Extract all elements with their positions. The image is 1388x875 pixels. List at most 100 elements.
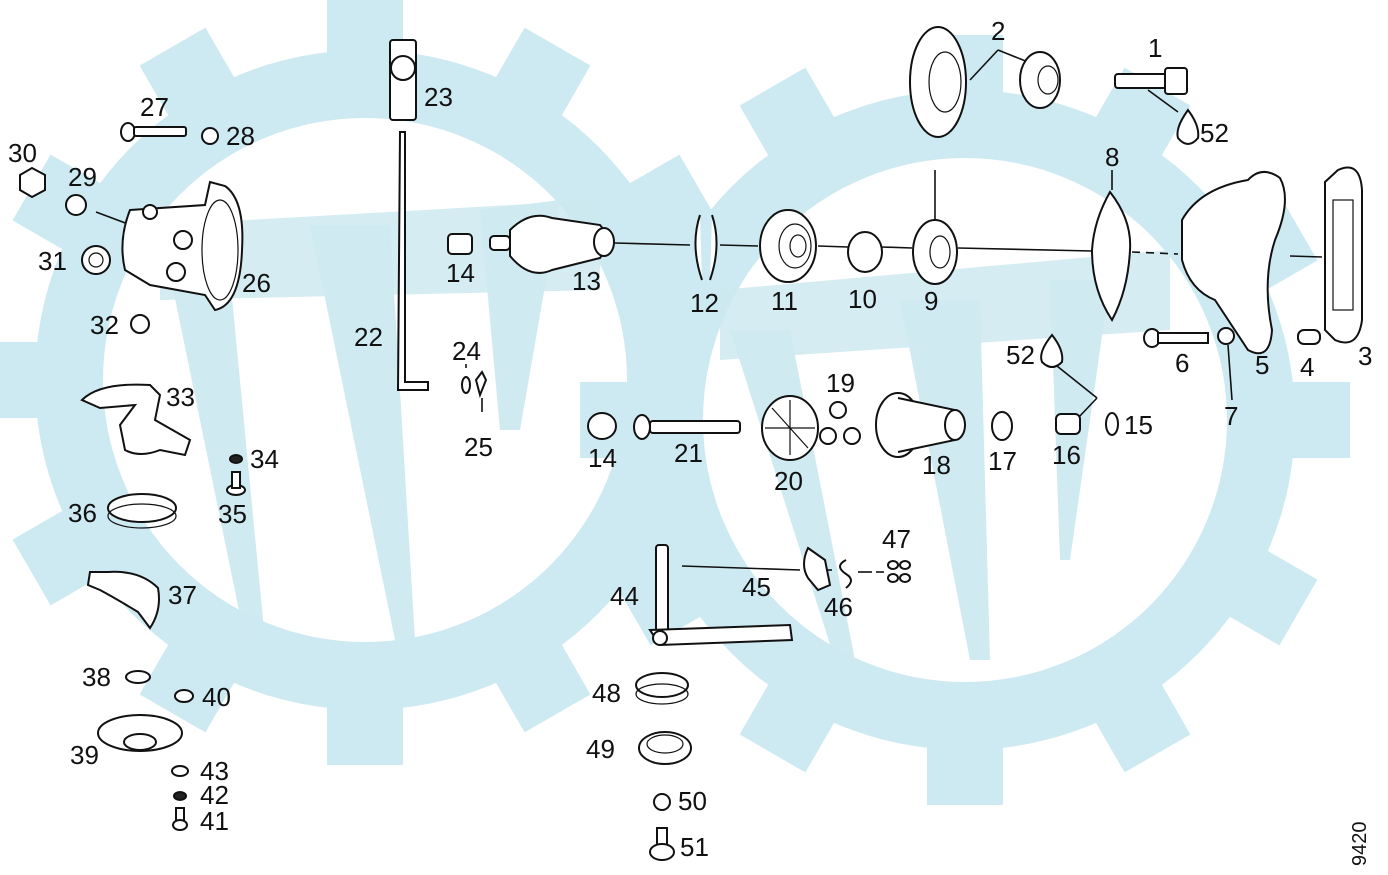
- label-13: 13: [572, 266, 601, 296]
- teardrop-clip-52-icon: [1176, 108, 1200, 145]
- drawing-number: 9420: [1349, 822, 1371, 867]
- rod-22-icon: [396, 131, 429, 391]
- ring-50-icon: [653, 793, 671, 811]
- nut-16-icon: [1055, 413, 1081, 435]
- label-20: 20: [774, 466, 803, 496]
- label-14-lower: 14: [588, 443, 617, 473]
- body-26-icon: [121, 180, 244, 312]
- label-17: 17: [988, 446, 1017, 476]
- plate-45-icon: [803, 546, 832, 592]
- label-19: 19: [826, 368, 855, 398]
- label-33: 33: [166, 382, 195, 412]
- label-1: 1: [1148, 33, 1162, 63]
- label-35: 35: [218, 499, 247, 529]
- ring-28-icon: [201, 127, 219, 145]
- label-48: 48: [592, 678, 621, 708]
- label-15: 15: [1124, 410, 1153, 440]
- bolt-1-icon: [1114, 67, 1188, 95]
- label-24: 24: [452, 336, 481, 366]
- label-3: 3: [1358, 341, 1372, 371]
- label-10: 10: [848, 284, 877, 314]
- circlip-38-icon: [125, 670, 151, 684]
- label-31: 31: [38, 246, 67, 276]
- teardrop-clip-52-lower-icon: [1040, 333, 1064, 368]
- label-26: 26: [242, 268, 271, 298]
- label-51: 51: [680, 832, 709, 862]
- washer-31-icon: [81, 245, 111, 275]
- flyweight-20-icon: [761, 395, 819, 461]
- label-45: 45: [742, 572, 771, 602]
- label-38: 38: [82, 662, 111, 692]
- label-40: 40: [202, 682, 231, 712]
- label-5: 5: [1255, 350, 1269, 380]
- sleeve-18-icon: [875, 392, 966, 458]
- part-labels: 1 2 3 4 5 6 7 8 9 10 11 12 13 14 14 15 1…: [8, 16, 1372, 866]
- label-18: 18: [922, 450, 951, 480]
- washer-17-icon: [991, 411, 1013, 441]
- label-32: 32: [90, 310, 119, 340]
- gasket-8-icon: [1090, 190, 1132, 322]
- screw-6-icon: [1143, 328, 1209, 348]
- label-44: 44: [610, 581, 639, 611]
- label-46: 46: [824, 592, 853, 622]
- label-43: 43: [200, 756, 229, 786]
- label-8: 8: [1105, 142, 1119, 172]
- label-11: 11: [771, 286, 798, 316]
- washer-10-icon: [847, 231, 883, 273]
- washer-34-icon: [229, 454, 243, 464]
- gear-2-icon: [909, 26, 1061, 138]
- label-9: 9: [924, 286, 938, 316]
- pin-25-icon: [474, 370, 488, 399]
- washer-43-icon: [171, 765, 189, 777]
- circlip-12-icon: [694, 214, 718, 281]
- label-36: 36: [68, 498, 97, 528]
- washer-29-icon: [65, 194, 87, 216]
- lever-44-icon: [648, 544, 794, 647]
- label-49: 49: [586, 734, 615, 764]
- label-23: 23: [424, 82, 453, 112]
- label-50: 50: [678, 786, 707, 816]
- label-39: 39: [70, 740, 99, 770]
- label-52-lower: 52: [1006, 340, 1035, 370]
- ring-15-icon: [1105, 412, 1119, 436]
- screws-47-icon: [887, 560, 911, 583]
- cap-49-icon: [638, 731, 692, 765]
- label-37: 37: [168, 580, 197, 610]
- bolt-21-icon: [633, 414, 741, 440]
- screw-51-icon: [649, 827, 675, 861]
- label-27: 27: [140, 92, 169, 122]
- label-41: 41: [200, 806, 229, 836]
- label-30: 30: [8, 138, 37, 168]
- screw-35-icon: [226, 471, 246, 496]
- bracket-37-icon: [86, 570, 160, 630]
- nut-14-upper-icon: [447, 233, 473, 255]
- clip-4-icon: [1297, 329, 1321, 345]
- washer-40-icon: [174, 689, 194, 703]
- ring-7-icon: [1217, 327, 1235, 345]
- label-25: 25: [464, 432, 493, 462]
- ring-32-icon: [130, 314, 150, 334]
- screw-41-icon: [172, 807, 188, 831]
- label-42: 42: [200, 780, 229, 810]
- bearing-11-icon: [759, 209, 817, 283]
- label-29: 29: [68, 162, 97, 192]
- hex-nut-30-icon: [19, 166, 46, 199]
- gear-9-icon: [912, 219, 958, 285]
- label-6: 6: [1175, 348, 1189, 378]
- label-2: 2: [991, 16, 1005, 46]
- balls-19-icon: [819, 401, 861, 445]
- label-14-upper: 14: [446, 258, 475, 288]
- pin-24-icon: [461, 376, 471, 394]
- label-21: 21: [674, 438, 703, 468]
- nut-14-lower-icon: [587, 412, 617, 440]
- shaft-13-icon: [489, 214, 615, 274]
- clamp-36-icon: [107, 493, 177, 529]
- lever-33-icon: [80, 383, 192, 457]
- part-drawings: [19, 26, 1363, 861]
- lockwasher-42-icon: [173, 791, 187, 801]
- label-28: 28: [226, 121, 255, 151]
- screw-27-icon: [120, 122, 187, 142]
- label-34: 34: [250, 444, 279, 474]
